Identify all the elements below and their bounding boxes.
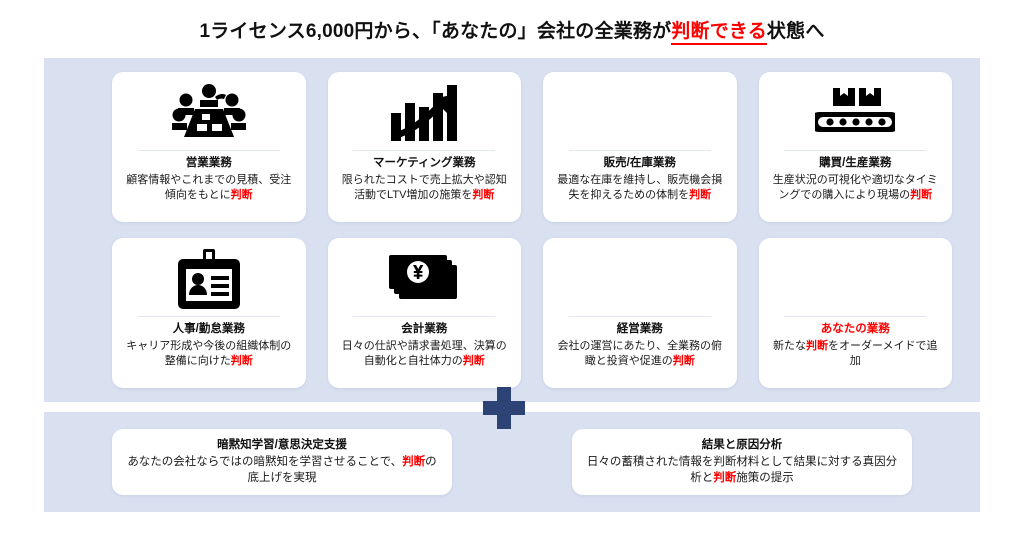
card-title: 営業業務 bbox=[185, 157, 232, 169]
card-divider bbox=[568, 316, 711, 317]
card-divider bbox=[137, 316, 280, 317]
card-purchasing-production[interactable]: 購買/生産業務 生産状況の可視化や適切なタイミングでの購入により現場の判断 bbox=[758, 72, 952, 222]
card-body-highlight: 判断 bbox=[910, 188, 933, 201]
yen-bills-icon bbox=[334, 246, 516, 314]
card-body: キャリア形成や今後の組織体制の整備に向けた判断 bbox=[118, 339, 300, 369]
business-card-grid: 営業業務 顧客情報やこれまでの見積、受注傾向をもとに判断 bbox=[44, 58, 980, 402]
card-your-business[interactable]: あなたの業務 新たな判断をオーダーメイドで追加 bbox=[758, 238, 952, 388]
card-body-highlight: 判断 bbox=[689, 188, 712, 201]
box-body-after: の底上げを実現 bbox=[247, 455, 437, 485]
card-divider bbox=[784, 150, 927, 151]
card-title: 経営業務 bbox=[616, 323, 663, 335]
meeting-table-icon bbox=[118, 80, 300, 148]
card-body-text: 最適な在庫を維持し、販売機会損失を抑えるための体制を bbox=[557, 173, 723, 201]
page-title-after: 状態へ bbox=[766, 21, 825, 42]
card-title: マーケティング業務 bbox=[372, 157, 476, 169]
no-icon-placeholder bbox=[549, 246, 731, 314]
conveyor-belt-icon bbox=[765, 80, 947, 148]
card-title: 販売/在庫業務 bbox=[603, 157, 676, 169]
no-icon-placeholder bbox=[549, 80, 731, 148]
id-badge-icon bbox=[118, 246, 300, 314]
card-body-highlight: 判断 bbox=[462, 354, 485, 367]
bottom-feature-row: 暗黙知学習/意思決定支援 あなたの会社ならではの暗黙知を学習させることで、判断の… bbox=[44, 412, 980, 512]
card-body-text: キャリア形成や今後の組織体制の整備に向けた bbox=[126, 339, 292, 367]
card-body-text: 顧客情報やこれまでの見積、受注傾向をもとに bbox=[126, 173, 292, 201]
card-management[interactable]: 経営業務 会社の運営にあたり、全業務の俯瞰と投資や促進の判断 bbox=[543, 238, 737, 388]
card-body: 新たな判断をオーダーメイドで追加 bbox=[765, 339, 947, 369]
card-title: 購買/生産業務 bbox=[819, 157, 892, 169]
box-body: あなたの会社ならではの暗黙知を学習させることで、判断の底上げを実現 bbox=[122, 454, 442, 487]
card-body-text: 新たな bbox=[772, 339, 806, 352]
card-body-highlight: 判断 bbox=[472, 188, 495, 201]
box-body-highlight: 判断 bbox=[402, 455, 426, 468]
box-result-analysis[interactable]: 結果と原因分析 日々の蓄積された情報を判断材料として結果に対する真因分析と判断施… bbox=[572, 428, 912, 496]
card-title: 会計業務 bbox=[401, 323, 448, 335]
card-hr-attendance[interactable]: 人事/勤怠業務 キャリア形成や今後の組織体制の整備に向けた判断 bbox=[112, 238, 306, 388]
page-title-highlight: 判断できる bbox=[671, 21, 767, 45]
card-title: あなたの業務 bbox=[820, 323, 890, 335]
box-tacit-knowledge[interactable]: 暗黙知学習/意思決定支援 あなたの会社ならではの暗黙知を学習させることで、判断の… bbox=[112, 428, 452, 496]
card-body-highlight: 判断 bbox=[230, 354, 253, 367]
card-sales[interactable]: 営業業務 顧客情報やこれまでの見積、受注傾向をもとに判断 bbox=[112, 72, 306, 222]
no-icon-placeholder bbox=[765, 246, 947, 314]
card-body-highlight: 判断 bbox=[805, 339, 828, 352]
card-body-text: 会社の運営にあたり、全業務の俯瞰と投資や促進の bbox=[557, 339, 723, 367]
box-title: 暗黙知学習/意思決定支援 bbox=[217, 438, 347, 451]
box-body-after: 施策の提示 bbox=[736, 472, 794, 485]
card-body: 最適な在庫を維持し、販売機会損失を抑えるための体制を判断 bbox=[549, 173, 731, 203]
card-body-text: 日々の仕訳や請求書処理、決算の自動化と自社体力の bbox=[341, 339, 507, 367]
card-body-text: 限られたコストで売上拡大や認知活動でLTV増加の施策を bbox=[341, 173, 507, 201]
box-body-highlight: 判断 bbox=[713, 472, 737, 485]
card-sales-inventory[interactable]: 販売/在庫業務 最適な在庫を維持し、販売機会損失を抑えるための体制を判断 bbox=[543, 72, 737, 222]
card-body: 会社の運営にあたり、全業務の俯瞰と投資や促進の判断 bbox=[549, 339, 731, 369]
card-divider bbox=[353, 150, 496, 151]
plus-icon bbox=[483, 387, 525, 429]
growth-chart-icon bbox=[334, 80, 516, 148]
card-divider bbox=[784, 316, 927, 317]
card-body: 限られたコストで売上拡大や認知活動でLTV増加の施策を判断 bbox=[334, 173, 516, 203]
card-body: 生産状況の可視化や適切なタイミングでの購入により現場の判断 bbox=[765, 173, 947, 203]
card-marketing[interactable]: マーケティング業務 限られたコストで売上拡大や認知活動でLTV増加の施策を判断 bbox=[327, 72, 521, 222]
page-title-before: 1ライセンス6,000円から、「あなたの」会社の全業務が bbox=[199, 21, 672, 42]
card-body-highlight: 判断 bbox=[672, 354, 695, 367]
box-body: 日々の蓄積された情報を判断材料として結果に対する真因分析と判断施策の提示 bbox=[582, 454, 902, 487]
card-body-highlight: 判断 bbox=[230, 188, 253, 201]
page-title: 1ライセンス6,000円から、「あなたの」会社の全業務が判断できる状態へ bbox=[0, 16, 1024, 45]
box-body-text: あなたの会社ならではの暗黙知を学習させることで、 bbox=[127, 455, 403, 468]
card-body: 顧客情報やこれまでの見積、受注傾向をもとに判断 bbox=[118, 173, 300, 203]
card-body: 日々の仕訳や請求書処理、決算の自動化と自社体力の判断 bbox=[334, 339, 516, 369]
card-body-after: をオーダーメイドで追加 bbox=[827, 339, 938, 367]
card-divider bbox=[568, 150, 711, 151]
box-body-text: 日々の蓄積された情報を判断材料として結果に対する真因分析と bbox=[586, 455, 898, 485]
card-accounting[interactable]: 会計業務 日々の仕訳や請求書処理、決算の自動化と自社体力の判断 bbox=[327, 238, 521, 388]
card-body-text: 生産状況の可視化や適切なタイミングでの購入により現場の bbox=[772, 173, 938, 201]
card-divider bbox=[353, 316, 496, 317]
box-title: 結果と原因分析 bbox=[701, 438, 783, 451]
card-divider bbox=[137, 150, 280, 151]
card-title: 人事/勤怠業務 bbox=[172, 323, 245, 335]
